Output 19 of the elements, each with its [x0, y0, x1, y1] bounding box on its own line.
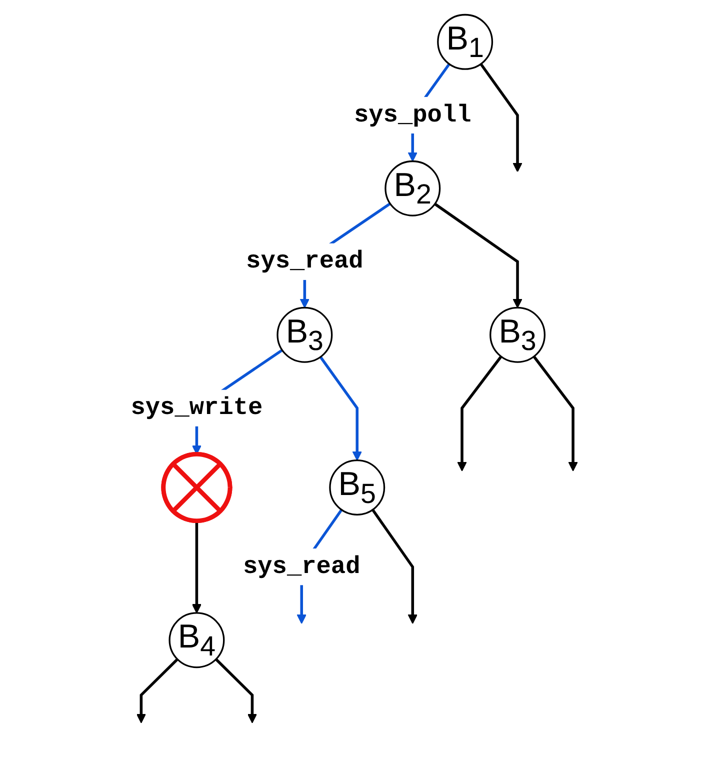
arrow — [215, 658, 258, 724]
node-circle: B$_{2}$ — [385, 160, 441, 216]
edge-label: sys_read — [243, 553, 361, 581]
arrow — [320, 356, 362, 461]
arrow — [192, 520, 202, 614]
node-circle: B$_{3}$ — [277, 306, 334, 363]
arrow — [480, 63, 523, 172]
node-circle: B$_{5}$ — [330, 460, 386, 516]
arrow — [533, 356, 578, 472]
node-circle: B$_{3}$ — [490, 306, 546, 363]
node-circle: B$_{1}$ — [437, 14, 494, 70]
node-circle: B$_{4}$ — [169, 612, 226, 668]
edge-label: sys_write — [131, 394, 264, 422]
edge-label: sys_poll — [354, 101, 472, 130]
arrow — [458, 356, 503, 472]
arrow — [136, 658, 179, 724]
arrow — [372, 508, 418, 624]
edge-label: sys_read — [246, 248, 364, 276]
arrow — [434, 202, 523, 308]
